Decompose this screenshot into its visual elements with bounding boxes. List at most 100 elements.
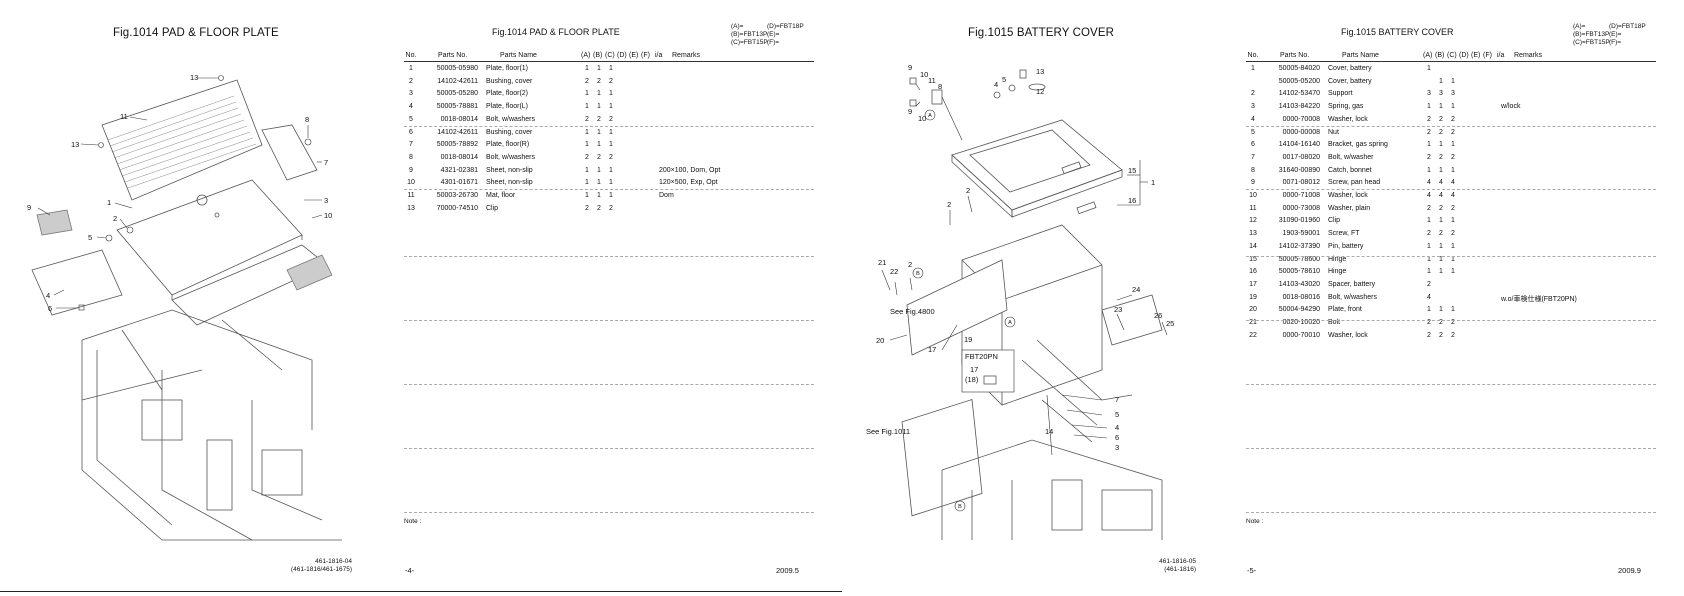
cell-c: 1 <box>609 65 613 72</box>
drawing-number: 461-1816-05 (461-1816) <box>1159 558 1196 573</box>
page-bottom-rule <box>0 591 842 592</box>
exploded-diagram-pad-floor-plate: 13 11 13 8 7 9 1 2 3 10 5 4 6 <box>27 73 342 541</box>
cell-pn: 50005-78881 <box>436 103 478 111</box>
cell-pn: 50005-78600 <box>1278 255 1320 263</box>
cell-pn: 0018-08014 <box>440 115 478 123</box>
cell-b: 1 <box>1439 77 1443 85</box>
cell-name: Bolt, w/washers <box>486 153 536 161</box>
cell-pn: 14102-53470 <box>1278 90 1320 98</box>
inset-label-fbt20pn: FBT20PN <box>965 352 998 361</box>
cell-c: 2 <box>609 204 613 212</box>
cell-no: 20 <box>1249 306 1257 314</box>
cell-pn: 0000-71008 <box>1282 192 1320 199</box>
row-separator <box>404 126 814 127</box>
cell-name: Plate, floor(1) <box>486 65 529 72</box>
callout-19: 19 <box>964 335 972 344</box>
row-separator <box>404 189 814 190</box>
cell-c: 1 <box>1451 306 1455 314</box>
cell-no: 10 <box>1249 192 1257 199</box>
cell-a: 4 <box>1427 179 1431 187</box>
cell-no: 11 <box>407 192 415 199</box>
cell-name: Bolt <box>1328 319 1341 326</box>
row-separator <box>404 448 814 449</box>
cell-b: 1 <box>1439 268 1443 276</box>
callout-7: 7 <box>324 158 328 167</box>
callout-10: 10 <box>324 211 332 220</box>
cell-pn: 70000-74510 <box>436 204 478 212</box>
cell-no: 22 <box>1249 331 1257 339</box>
callout-9: 9 <box>908 107 912 116</box>
callout-12: 12 <box>1036 87 1044 96</box>
callout-9: 9 <box>908 63 912 72</box>
cell-c: 1 <box>1451 217 1455 225</box>
callout-1: 1 <box>1151 178 1155 187</box>
cell-a: 1 <box>585 103 589 111</box>
cell-b: 1 <box>1439 141 1443 149</box>
cell-a: 1 <box>1427 306 1431 314</box>
cell-name: Plate, floor(R) <box>486 141 530 149</box>
cell-name: Sheet, non-slip <box>486 179 533 187</box>
cell-no: 19 <box>1249 293 1257 301</box>
cell-pn: 0000-00008 <box>1282 128 1320 136</box>
diagram-title: Fig.1015 BATTERY COVER <box>968 27 1115 39</box>
cell-a: 2 <box>1427 115 1431 123</box>
cell-no: 5 <box>1251 128 1255 136</box>
cell-no: 3 <box>1251 103 1255 111</box>
cell-name: Washer, lock <box>1328 331 1368 339</box>
cell-c: 2 <box>1451 153 1455 161</box>
callout-8: 8 <box>938 82 942 91</box>
circle-a: A <box>1008 320 1012 326</box>
callout-4: 4 <box>994 80 998 89</box>
row-separator <box>1246 512 1656 513</box>
cell-pn: 0000-70010 <box>1282 331 1320 339</box>
callout-2: 2 <box>908 260 912 269</box>
cell-pn: 14104-16140 <box>1278 141 1320 149</box>
cell-b: 1 <box>597 141 601 149</box>
cell-pn: 50004-94290 <box>1278 306 1320 314</box>
cell-no: 6 <box>1251 141 1255 149</box>
cell-a: 2 <box>585 77 589 85</box>
circle-b: B <box>916 271 920 277</box>
cell-b: 1 <box>597 65 601 72</box>
callout-24: 24 <box>1132 285 1140 294</box>
cell-a: 1 <box>585 141 589 149</box>
cell-c: 1 <box>1451 166 1455 174</box>
cell-no: 7 <box>1251 153 1255 161</box>
cell-c: 2 <box>1451 319 1455 326</box>
cell-pn: 0000-70008 <box>1282 115 1320 123</box>
cell-name: Bolt, w/washers <box>486 115 536 123</box>
cell-a: 1 <box>1427 166 1431 174</box>
cell-no: 3 <box>409 90 413 98</box>
cell-pn: 14102-37390 <box>1278 242 1320 250</box>
exploded-diagram-battery-cover: A B A B 9 10 11 8 4 5 13 12 9 10 15 1 16… <box>866 63 1174 540</box>
callout-9: 9 <box>27 203 31 212</box>
cell-name: Sheet, non-slip <box>486 166 533 174</box>
cell-pn: 0018-08014 <box>440 153 478 161</box>
cell-pn: 14102-42611 <box>437 128 478 136</box>
callout-6: 6 <box>1115 433 1119 442</box>
cell-name: Spacer, battery <box>1328 280 1376 288</box>
cell-a: 4 <box>1427 192 1431 199</box>
cell-c: 2 <box>609 115 613 123</box>
cell-no: 4 <box>1251 115 1255 123</box>
cell-a: 2 <box>1427 280 1431 288</box>
cell-b: 2 <box>1439 230 1443 238</box>
cell-b: 2 <box>1439 319 1443 326</box>
cell-name: Plate, floor(2) <box>486 90 529 98</box>
cell-a: 1 <box>585 179 589 187</box>
cell-c: 1 <box>609 179 613 187</box>
cell-no: 1 <box>409 65 413 72</box>
cell-c: 1 <box>609 90 613 98</box>
callout-7: 7 <box>1115 395 1119 404</box>
parts-table-header: No. Parts No. Parts Name (A) (B) (C) (D)… <box>1246 52 1656 62</box>
cell-no: 6 <box>409 128 413 136</box>
